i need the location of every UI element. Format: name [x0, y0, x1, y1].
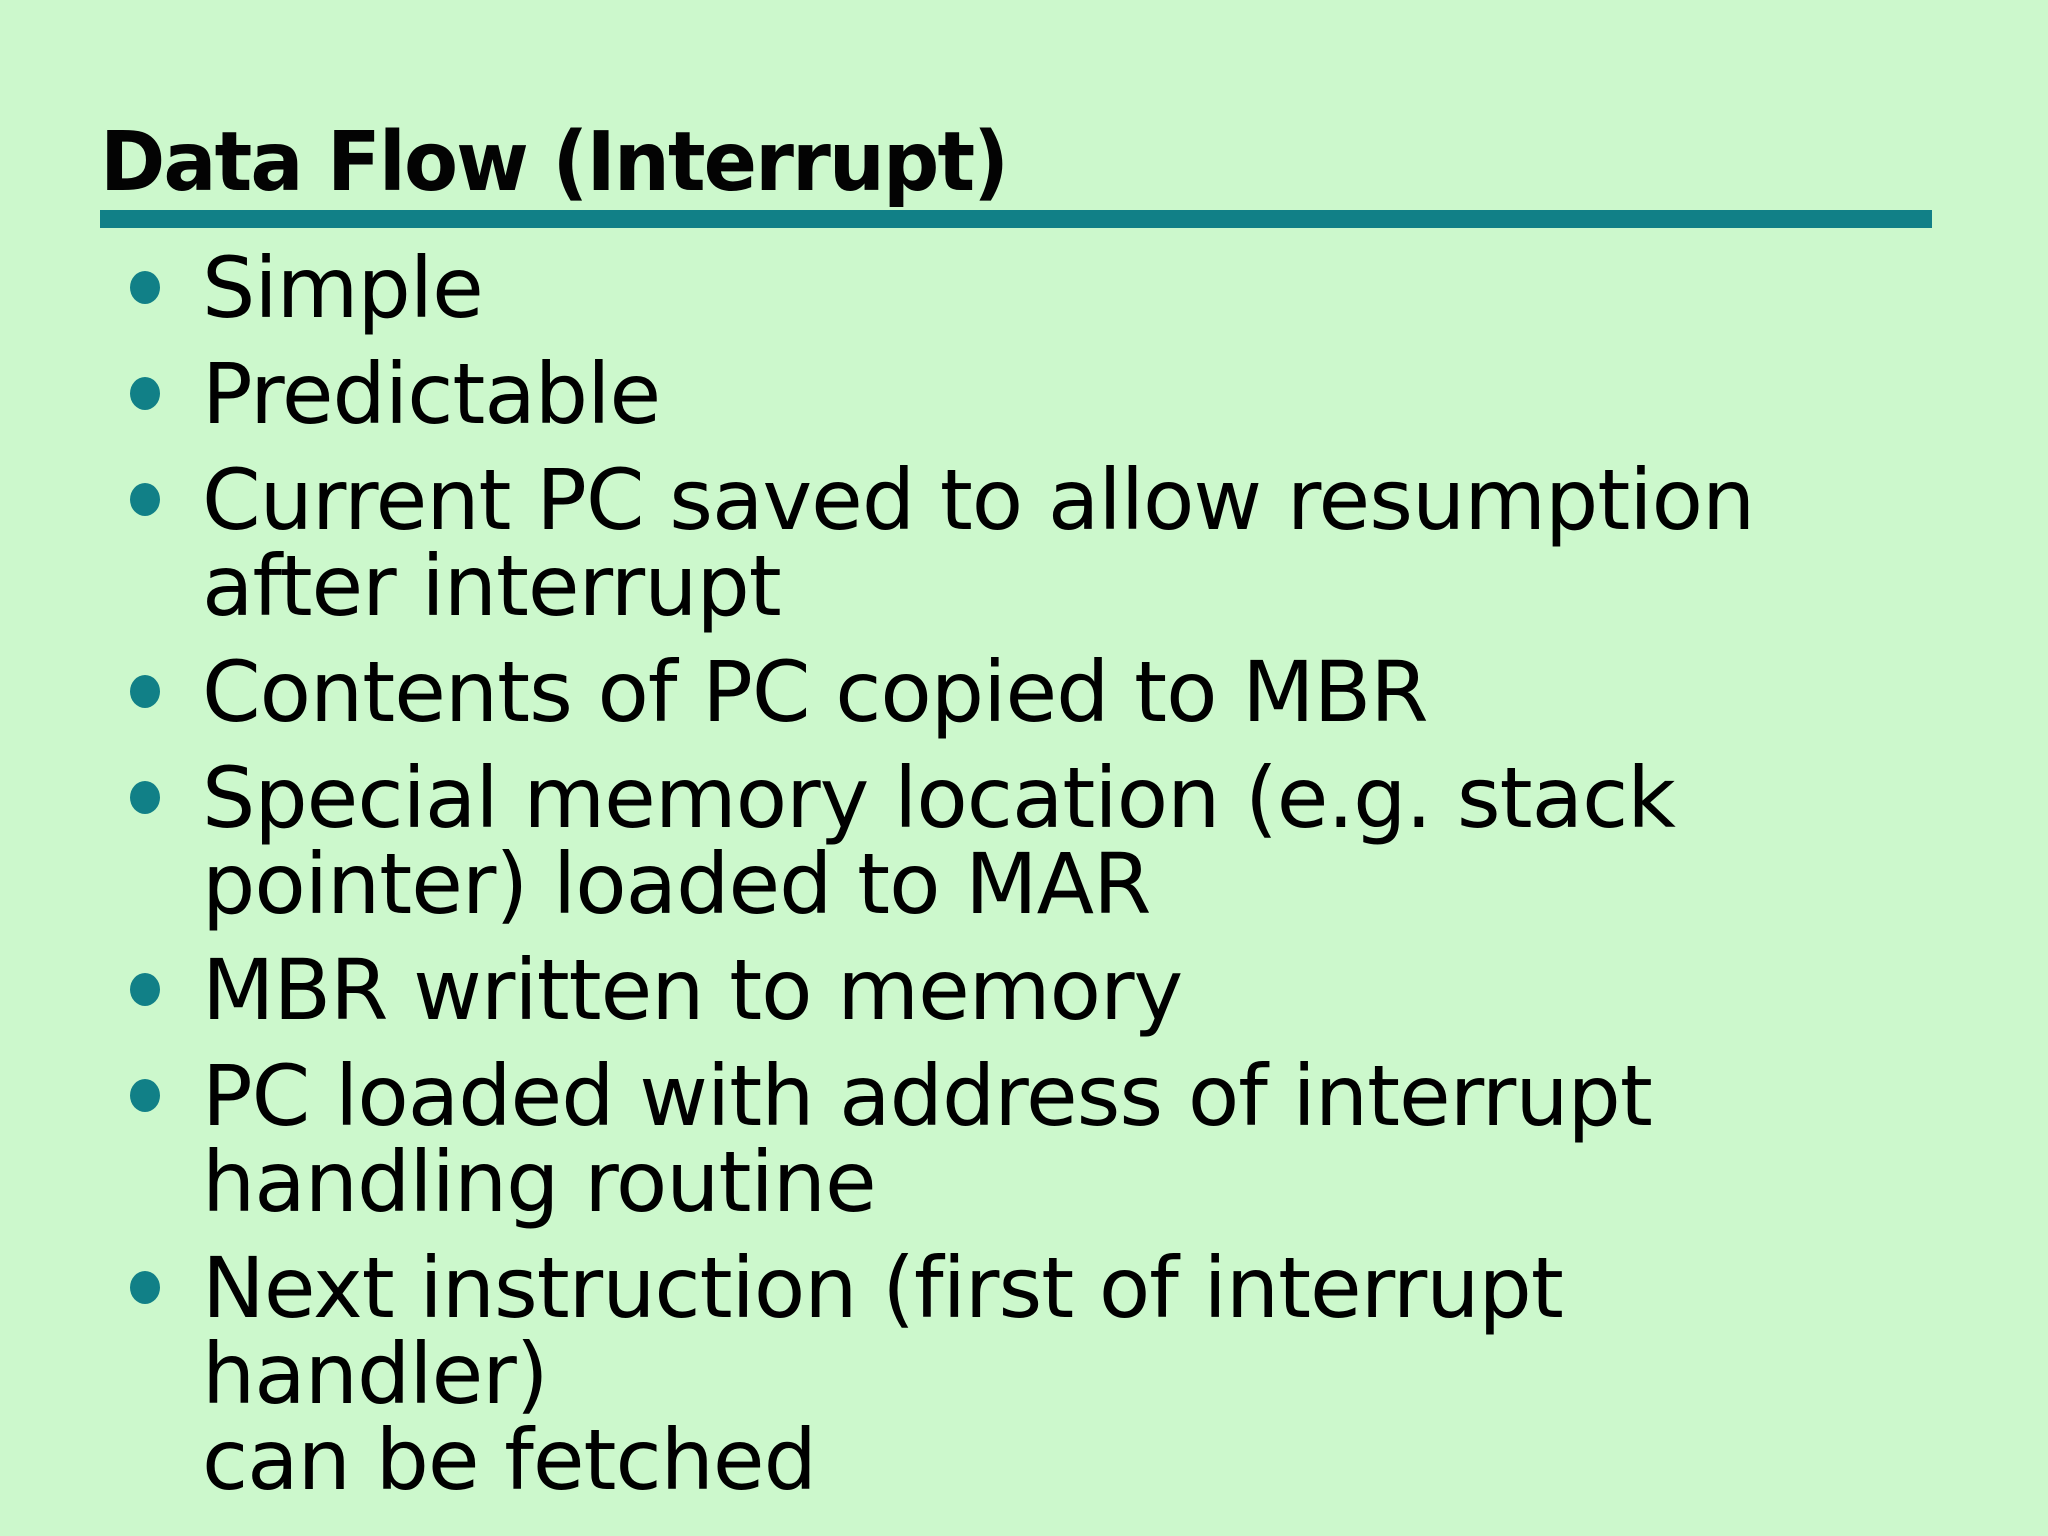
slide-title: Data Flow (Interrupt) [100, 115, 1009, 210]
bullet-icon [130, 271, 160, 304]
bullet-item-text: PC loaded with address of interrupt hand… [202, 1047, 1653, 1231]
bullet-item-text: MBR written to memory [202, 941, 1183, 1039]
bullet-icon [130, 1271, 160, 1304]
bullet-item-text: Special memory location (e.g. stack poin… [202, 749, 1676, 933]
bullet-icon [130, 781, 160, 814]
bullet-item: Current PC saved to allow resumption aft… [130, 457, 1920, 629]
bullet-icon [130, 973, 160, 1006]
bullet-item: Predictable [130, 351, 1920, 437]
bullet-item: PC loaded with address of interrupt hand… [130, 1053, 1920, 1225]
bullet-item-text: Current PC saved to allow resumption aft… [202, 451, 1755, 635]
bullet-icon [130, 377, 160, 410]
bullet-item-text: Predictable [202, 345, 661, 443]
bullet-item: Special memory location (e.g. stack poin… [130, 755, 1920, 927]
bullet-item: Simple [130, 245, 1920, 331]
bullet-item-text: Contents of PC copied to MBR [202, 643, 1429, 741]
title-underline [100, 210, 1932, 228]
bullet-item: Contents of PC copied to MBR [130, 649, 1920, 735]
bullet-item-text: Simple [202, 239, 484, 337]
bullet-icon [130, 675, 160, 708]
bullet-icon [130, 483, 160, 516]
bullet-item: MBR written to memory [130, 947, 1920, 1033]
bullet-icon [130, 1079, 160, 1112]
bullet-item-text: Next instruction (first of interrupt han… [202, 1239, 1564, 1509]
bullet-item: Next instruction (first of interrupt han… [130, 1245, 1920, 1503]
